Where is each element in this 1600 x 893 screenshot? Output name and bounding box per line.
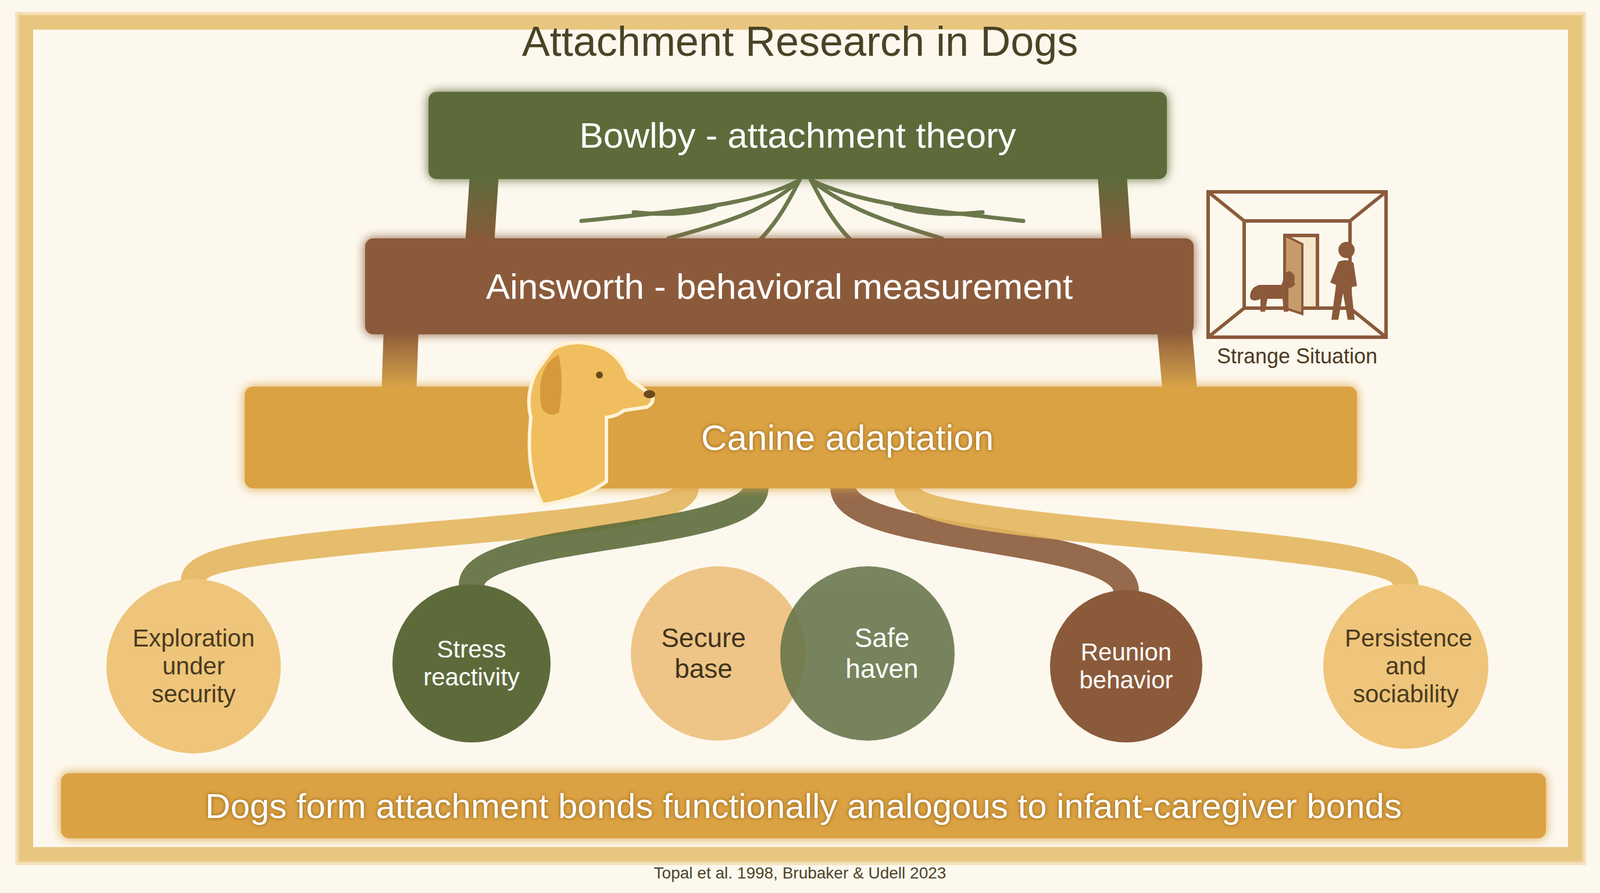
diagram-title: Attachment Research in Dogs — [0, 17, 1600, 66]
branch-connector — [906, 487, 1406, 585]
conclusion-band: Dogs form attachment bonds functionally … — [61, 773, 1546, 839]
icon-label: Strange Situation — [1180, 344, 1414, 369]
node-text: Dogs form attachment bonds functionally … — [205, 786, 1402, 827]
node-text: Ainsworth - behavioral measurement — [486, 265, 1074, 307]
feature-circle: Reunion behavior — [1050, 590, 1203, 743]
node-text: Secure base — [656, 622, 750, 685]
method-band: Ainsworth - behavioral measurement — [365, 238, 1194, 335]
dog-illustration — [518, 331, 658, 506]
caption: Topal et al. 1998, Brubaker & Udell 2023 — [0, 863, 1600, 883]
adaptation-band: Canine adaptation — [244, 386, 1357, 489]
node-text: Bowlby - attachment theory — [579, 114, 1016, 156]
feature-circle: Persistence and sociability — [1323, 583, 1488, 749]
frame — [25, 22, 1576, 855]
node-text: Canine adaptation — [701, 416, 994, 459]
node-text: Exploration under security — [126, 624, 261, 709]
strange-situation-icon — [1208, 191, 1387, 338]
dog-figure — [1250, 270, 1295, 312]
branch-connector — [788, 177, 822, 240]
node-text: Reunion behavior — [1065, 638, 1188, 695]
branch-connector — [795, 333, 833, 388]
safe-haven-circle: Safe haven — [780, 566, 955, 741]
person-figure — [1330, 241, 1357, 320]
frame-wash — [17, 13, 1584, 863]
feature-circle: Stress reactivity — [392, 584, 551, 743]
node-text: Stress reactivity — [407, 635, 536, 692]
bench-leg — [1156, 328, 1198, 396]
bench-leg — [465, 174, 499, 245]
bench-leg — [381, 328, 419, 396]
node-text: Safe haven — [835, 622, 929, 685]
node-text: Persistence and sociability — [1344, 624, 1467, 709]
feature-circle: Exploration under security — [106, 579, 281, 754]
secure-base-circle: Secure base — [630, 566, 806, 741]
theory-band: Bowlby - attachment theory — [428, 91, 1167, 180]
bench-leg — [1097, 174, 1132, 245]
